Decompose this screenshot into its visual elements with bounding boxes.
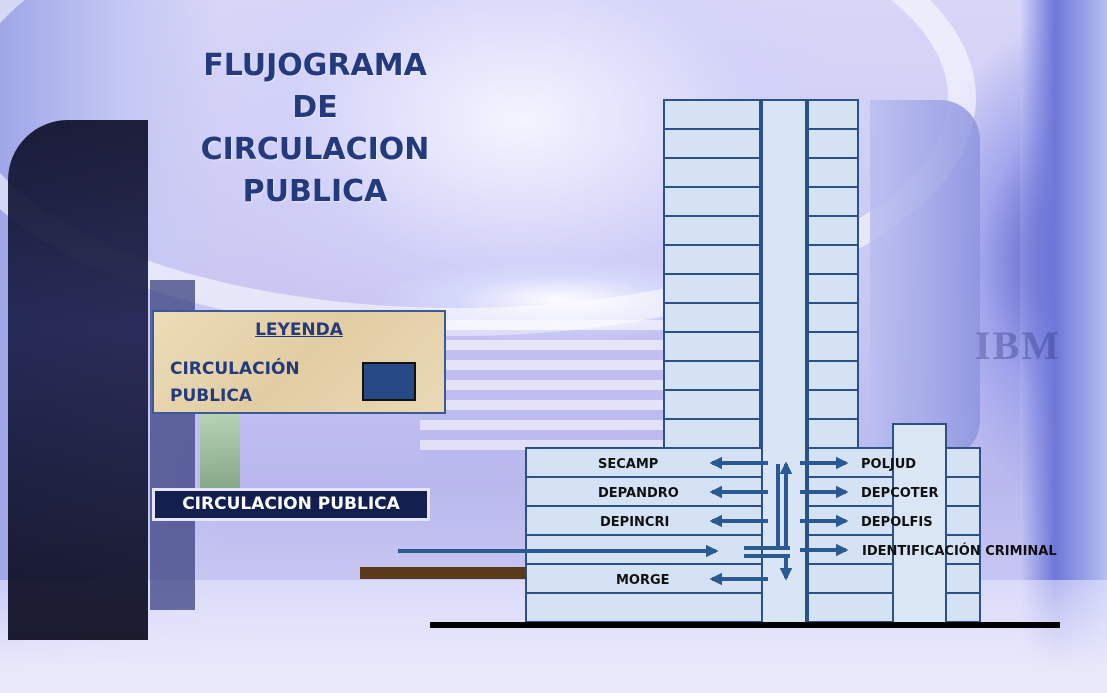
- background-right-edge: [1020, 0, 1107, 693]
- circulation-arrows: [398, 456, 849, 586]
- dept-label-poljud: POLJUD: [861, 457, 916, 472]
- dept-label-depincri: DEPINCRI: [600, 515, 669, 530]
- dept-label-depolfis: DEPOLFIS: [861, 515, 933, 530]
- ground-line: [430, 622, 1060, 628]
- dept-label-morge: MORGE: [616, 573, 670, 588]
- title-line: DE: [292, 90, 338, 125]
- tower: [663, 99, 859, 625]
- dept-label-secamp: SECAMP: [598, 457, 658, 472]
- slide-title: FLUJOGRAMA DE CIRCULACION PUBLICA: [180, 45, 450, 213]
- title-line: PUBLICA: [242, 174, 388, 209]
- dept-label-identificacion: IDENTIFICACIÓN CRIMINAL: [862, 543, 1057, 559]
- background-dark-pillar: [8, 120, 148, 640]
- background-watermark: IBM: [975, 323, 1061, 368]
- legend-swatch: [362, 362, 416, 401]
- background-stripes: [420, 320, 680, 460]
- circulation-label: CIRCULACION PUBLICA: [152, 488, 430, 521]
- dept-label-depandro: DEPANDRO: [598, 486, 679, 501]
- background-window: [200, 410, 240, 500]
- title-line: FLUJOGRAMA: [203, 48, 427, 83]
- legend-title: LEYENDA: [255, 320, 343, 340]
- entrance-bar: [360, 567, 526, 579]
- background-right-panel: [870, 100, 980, 460]
- annex-column: [892, 423, 947, 625]
- dept-label-depcoter: DEPCOTER: [861, 486, 939, 501]
- podium: [525, 423, 981, 625]
- legend-box: LEYENDA CIRCULACIÓN PUBLICA: [152, 310, 446, 414]
- title-line: CIRCULACION: [200, 132, 430, 167]
- legend-label: CIRCULACIÓN PUBLICA: [170, 359, 300, 406]
